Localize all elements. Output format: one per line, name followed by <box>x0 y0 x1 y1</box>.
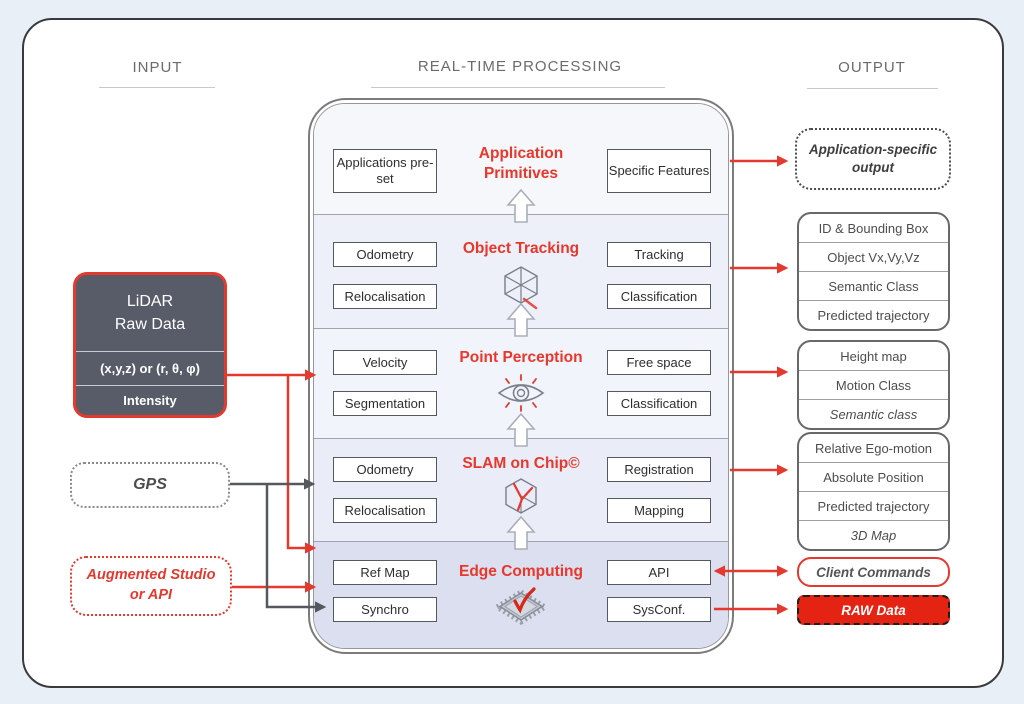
app-output-line1: Application-specific <box>808 141 938 157</box>
lidar-title-line2: Raw Data <box>114 316 186 333</box>
hex-trajectory-icon <box>499 475 543 526</box>
output-row: Semantic class <box>799 399 948 428</box>
eye-icon <box>493 371 549 420</box>
output-row: Relative Ego-motion <box>814 440 933 456</box>
relocalisation-box-slam: Relocalisation <box>333 498 437 523</box>
classification-box-perception: Classification <box>607 391 711 416</box>
output-header-underline <box>807 88 938 89</box>
slam-output-box: Relative Ego-motion Absolute Position Pr… <box>797 432 950 551</box>
output-row: Object Vx,Vy,Vz <box>799 242 948 271</box>
output-row: Absolute Position <box>799 462 948 491</box>
processing-panel: Applications pre-set Application Primiti… <box>308 98 734 654</box>
app-output-line2: output <box>852 160 894 175</box>
odometry-box-slam: Odometry <box>333 457 437 482</box>
up-arrow-icon <box>506 302 536 343</box>
perception-output-box: Height map Motion Class Semantic class <box>797 340 950 430</box>
odometry-box-tracking: Odometry <box>333 242 437 267</box>
gps-box: GPS <box>70 462 230 508</box>
api-box: API <box>607 560 711 585</box>
synchro-box: Synchro <box>333 597 437 622</box>
section-title-edge-computing: Edge Computing <box>459 563 583 580</box>
application-specific-output-box: Application-specific output <box>795 128 951 190</box>
processing-panel-inner: Applications pre-set Application Primiti… <box>313 103 729 649</box>
up-arrow-icon <box>506 188 536 229</box>
augmented-studio-line1: Augmented Studio <box>86 567 216 584</box>
section-title-point-perception: Point Perception <box>459 349 583 366</box>
output-row: Motion Class <box>799 370 948 399</box>
output-row: Semantic Class <box>799 271 948 300</box>
output-column-header: OUTPUT <box>838 59 906 76</box>
section-title-slam: SLAM on Chip© <box>462 455 580 472</box>
augmented-studio-line2: or API <box>129 587 173 603</box>
processing-column-header: REAL-TIME PROCESSING <box>417 58 623 75</box>
classification-box-tracking: Classification <box>607 284 711 309</box>
lidar-raw-data-box: LiDAR Raw Data (x,y,z) or (r, θ, φ) Inte… <box>73 272 227 418</box>
title-line1: Application <box>478 145 564 162</box>
tracking-output-box: ID & Bounding Box Object Vx,Vy,Vz Semant… <box>797 212 950 331</box>
lidar-intensity-row: Intensity <box>76 385 224 415</box>
relocalisation-box-tracking: Relocalisation <box>333 284 437 309</box>
output-row: Predicted trajectory <box>799 300 948 329</box>
input-header-underline <box>99 87 215 88</box>
input-column-header: INPUT <box>132 59 183 76</box>
section-edge-computing: Ref Map Synchro Edge Computing API SysCo… <box>314 541 728 648</box>
output-row: Predicted trajectory <box>799 491 948 520</box>
tracking-box: Tracking <box>607 242 711 267</box>
segmentation-box: Segmentation <box>333 391 437 416</box>
section-title-object-tracking: Object Tracking <box>462 240 580 257</box>
output-row: Height map <box>840 348 907 364</box>
registration-box: Registration <box>607 457 711 482</box>
raw-data-output-box: RAW Data <box>797 595 950 625</box>
up-arrow-icon <box>506 515 536 556</box>
ref-map-box: Ref Map <box>333 560 437 585</box>
augmented-studio-box: Augmented Studio or API <box>70 556 232 616</box>
specific-features-box: Specific Features <box>607 149 711 193</box>
applications-preset-box: Applications pre-set <box>333 149 437 193</box>
free-space-box: Free space <box>607 350 711 375</box>
up-arrow-icon <box>506 412 536 453</box>
output-row: 3D Map <box>799 520 948 549</box>
velocity-box: Velocity <box>333 350 437 375</box>
client-commands-box: Client Commands <box>797 557 950 587</box>
sysconf-box: SysConf. <box>607 597 711 622</box>
chip-icon <box>492 584 550 631</box>
title-line2: Primitives <box>483 165 559 183</box>
lidar-title: LiDAR Raw Data <box>76 275 224 351</box>
lidar-coords-row: (x,y,z) or (r, θ, φ) <box>76 351 224 385</box>
mapping-box: Mapping <box>607 498 711 523</box>
processing-header-underline <box>371 87 665 88</box>
lidar-title-line1: LiDAR <box>126 292 174 310</box>
output-row: ID & Bounding Box <box>818 220 929 236</box>
section-title-application-primitives: Application Primitives <box>314 144 728 184</box>
